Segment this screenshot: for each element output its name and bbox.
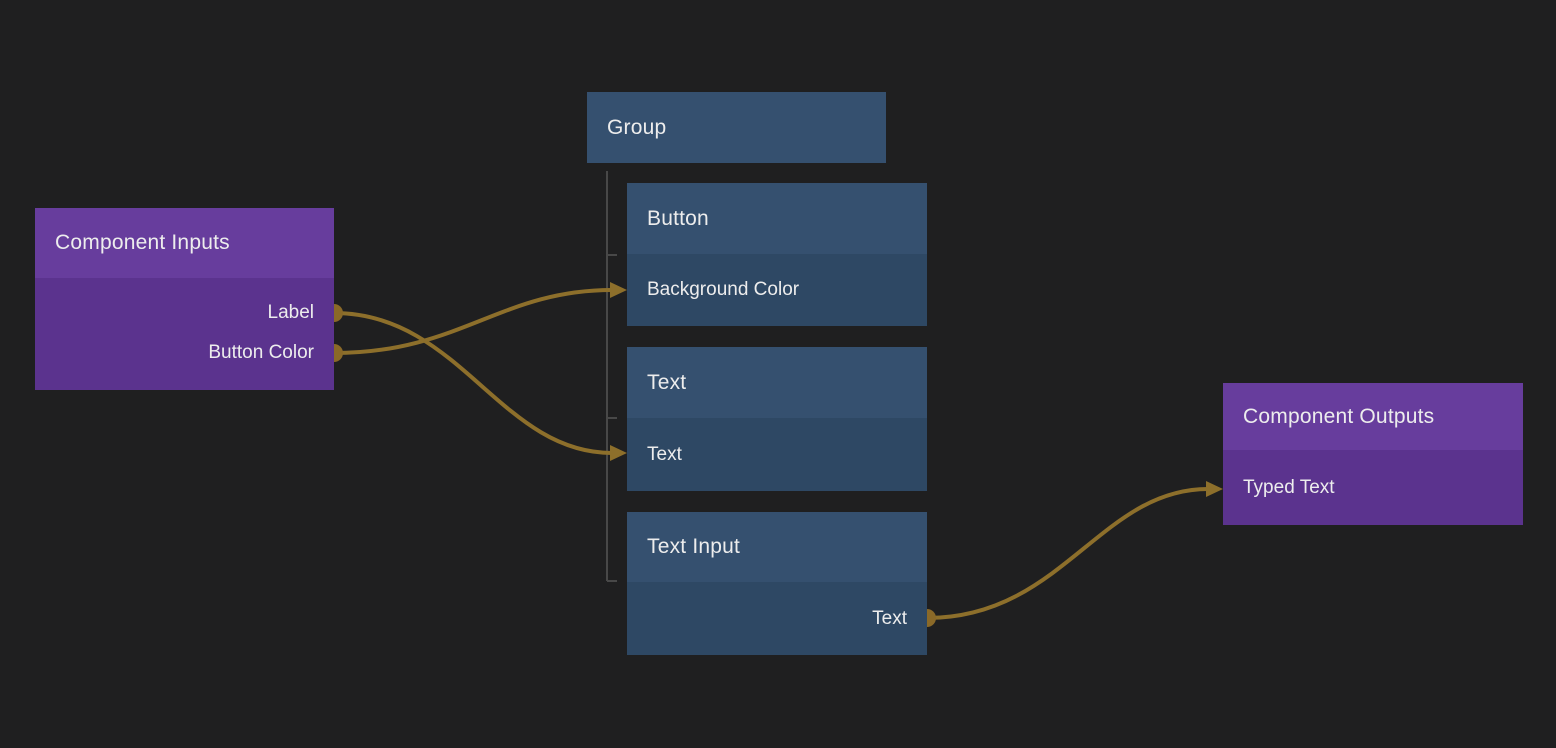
node-text-input-header[interactable]: Text Input [627,512,927,582]
node-component-outputs-body: Typed Text [1223,450,1523,525]
port-row-text[interactable]: Text [627,418,927,491]
port-row-button-color[interactable]: Button Color [35,333,334,373]
wire-text-to-typed-text[interactable] [926,487,1209,620]
node-button[interactable]: Button Background Color [627,183,927,326]
port-row-label[interactable]: Label [35,293,334,333]
node-button-body: Background Color [627,254,927,326]
port-row-typed-text[interactable]: Typed Text [1223,450,1523,525]
node-text-input[interactable]: Text Input Text [627,512,927,655]
arrowhead-typed-text-port [1206,481,1223,497]
port-row-background-color[interactable]: Background Color [627,254,927,326]
node-component-outputs-header[interactable]: Component Outputs [1223,383,1523,450]
node-title: Component Inputs [55,231,230,254]
node-text-body: Text [627,418,927,491]
node-title: Button [647,206,709,230]
node-group[interactable]: Group [587,92,886,163]
port-label: Background Color [647,279,800,300]
node-title: Group [607,115,667,139]
port-label: Text [872,607,907,629]
node-title: Text Input [647,535,741,558]
arrowhead-text-input-port [610,445,627,461]
port-row-text-output[interactable]: Text [627,582,927,655]
port-label: Button Color [208,342,314,363]
node-text[interactable]: Text Text [627,347,927,491]
port-label: Text [647,443,682,465]
node-component-inputs-header[interactable]: Component Inputs [35,208,334,278]
node-title: Text [647,370,687,394]
wire-label-to-text[interactable] [333,311,613,455]
node-text-input-body: Text [627,582,927,655]
node-component-outputs[interactable]: Component Outputs Typed Text [1223,383,1523,525]
port-label: Label [267,302,315,323]
node-component-inputs[interactable]: Component Inputs Label Button Color [35,208,334,390]
node-button-header[interactable]: Button [627,183,927,254]
node-text-header[interactable]: Text [627,347,927,418]
port-label: Typed Text [1243,476,1335,498]
group-children-connector [606,171,617,582]
node-component-inputs-body: Label Button Color [35,278,334,390]
wire-button-color-to-background-color[interactable] [333,288,613,355]
arrowhead-background-color-port [610,282,627,298]
node-group-header[interactable]: Group [587,92,886,163]
node-title: Component Outputs [1243,404,1435,428]
